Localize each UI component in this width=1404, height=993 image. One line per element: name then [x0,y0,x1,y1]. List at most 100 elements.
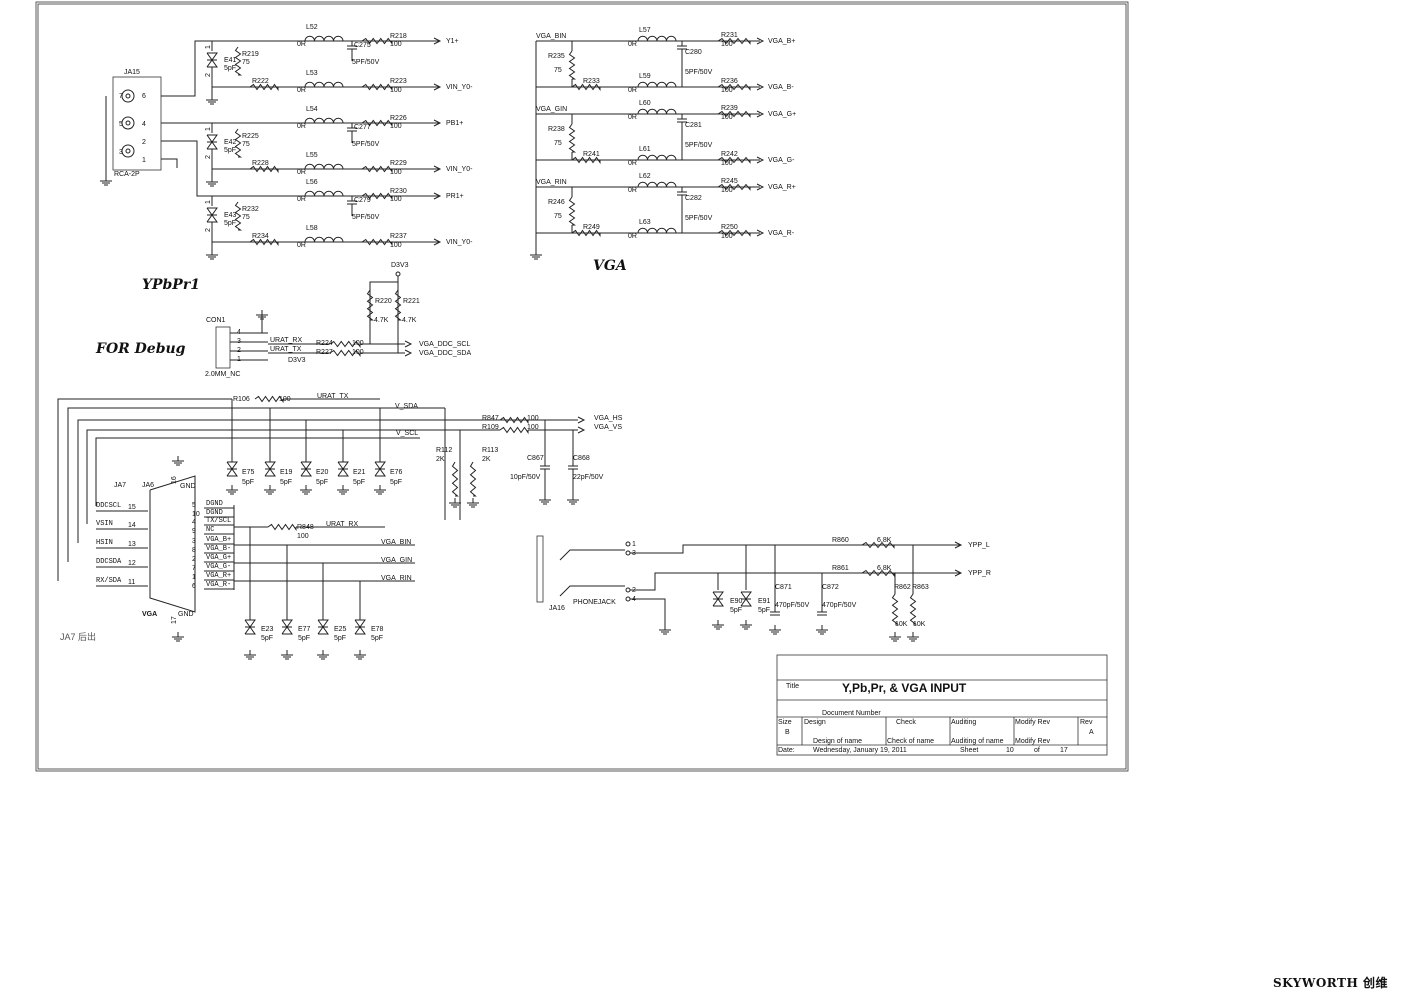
cap-ref: C280 [685,49,702,56]
resistor-value: 100 [721,87,733,94]
pin-label: 1 [142,157,146,164]
cap-ref: C868 [573,455,590,462]
resistor-ref: R233 [583,78,600,85]
resistor-value: 100 [527,415,539,422]
esd-ref: E77 [298,626,311,633]
cap-value: 5PF/50V [352,214,380,221]
inductor-value: 0R [297,87,306,94]
esd-value: 5pF [371,635,383,642]
pin-label: 5 [119,121,123,128]
pin-label: 2 [142,139,146,146]
ground-symbol [659,625,671,635]
diode-tri [281,619,293,628]
esd-diode [300,461,312,477]
inductor [637,227,677,234]
net-arrow [954,569,963,577]
rev-label: Rev [1080,719,1093,726]
esd-diode [354,619,366,635]
rca-jack [121,116,135,130]
resistor [329,340,361,348]
resistor-value: 10K [895,621,908,628]
resistor [329,349,361,357]
doc-number-label: Document Number [822,710,881,717]
check-label: Check [896,719,916,726]
pullup-resistor [451,461,459,497]
resistor-ref: R226 [390,115,407,122]
net-label: VGA_DDC_SCL [419,341,470,348]
resistor-value: 75 [242,141,250,148]
resistor-ref: R220 [375,298,392,305]
diode-tri [712,598,724,607]
resistor-value: 100 [390,242,402,249]
net-arrow [433,238,442,246]
size-value: B [785,729,790,736]
diode-tri [337,468,349,477]
resistor [571,156,601,165]
net-label: VGA_G+ [768,111,796,118]
pin-number: 13 [128,541,136,548]
esd-ref: E43 [224,212,237,219]
resistor [249,165,279,174]
diode-tri [374,468,386,477]
esd-diode [281,619,293,635]
design-name: Design of name [813,738,862,745]
check-name: Check of name [887,738,934,745]
cap-ref: C867 [527,455,544,462]
resistor [254,395,284,404]
cap-value: 5PF/50V [685,142,713,149]
wire [161,140,440,197]
modify-name: Modify Rev [1015,738,1051,745]
sheet-label: Sheet [960,747,978,754]
jack-contact [559,585,625,597]
pulldown-resistor [909,593,917,625]
resistor-ref: R109 [482,424,499,431]
connector-ref: JA6 [142,482,154,489]
pin-number: 15 [128,504,136,511]
resistor-value: 100 [390,87,402,94]
esd-ref: E90 [730,598,743,605]
ground-symbol [100,176,112,186]
resistor-value: 100 [721,160,733,167]
esd-value: 5pF [224,147,236,154]
pin-node [625,587,631,593]
resistor-ref: R106 [233,396,250,403]
inductor-value: 0R [297,123,306,130]
esd-ref: E78 [371,626,384,633]
pin-label: 1 [205,200,212,204]
net-arrow [756,229,765,237]
ground-symbol [712,620,724,630]
esd-ref: E75 [242,469,255,476]
cap-value: 22pF/50V [573,474,604,481]
pin-label: 2 [205,228,212,232]
net-label: VGA_B+ [768,38,795,45]
pin-name: VSIN [96,520,113,528]
net-arrow [433,83,442,91]
cap-value: 470pF/50V [775,602,810,609]
esd-ref: E21 [353,469,366,476]
ground-symbol [172,456,184,466]
pin-name: VGA_G+ [206,554,231,562]
wire [77,419,545,543]
inductor [304,35,344,42]
inductor [304,236,344,243]
resistor-value: 75 [242,214,250,221]
esd-value: 5pF [334,635,346,642]
pin-label: 4 [142,121,146,128]
cap-ref: C871 [775,584,792,591]
resistor [249,238,279,247]
ground-symbol [354,650,366,660]
pin-number: 14 [128,522,136,529]
wire [630,544,960,554]
inductor [637,108,677,115]
esd-value: 5pF [390,479,402,486]
power-node [395,271,401,277]
ground-symbol [206,250,218,260]
pin-label: 1 [237,356,241,363]
net-label: VIN_Y0- [446,166,473,173]
ground-symbol [256,310,268,320]
rca-pin [125,148,131,154]
net-label: VGA_R- [768,230,795,237]
diode-tri [206,141,218,150]
